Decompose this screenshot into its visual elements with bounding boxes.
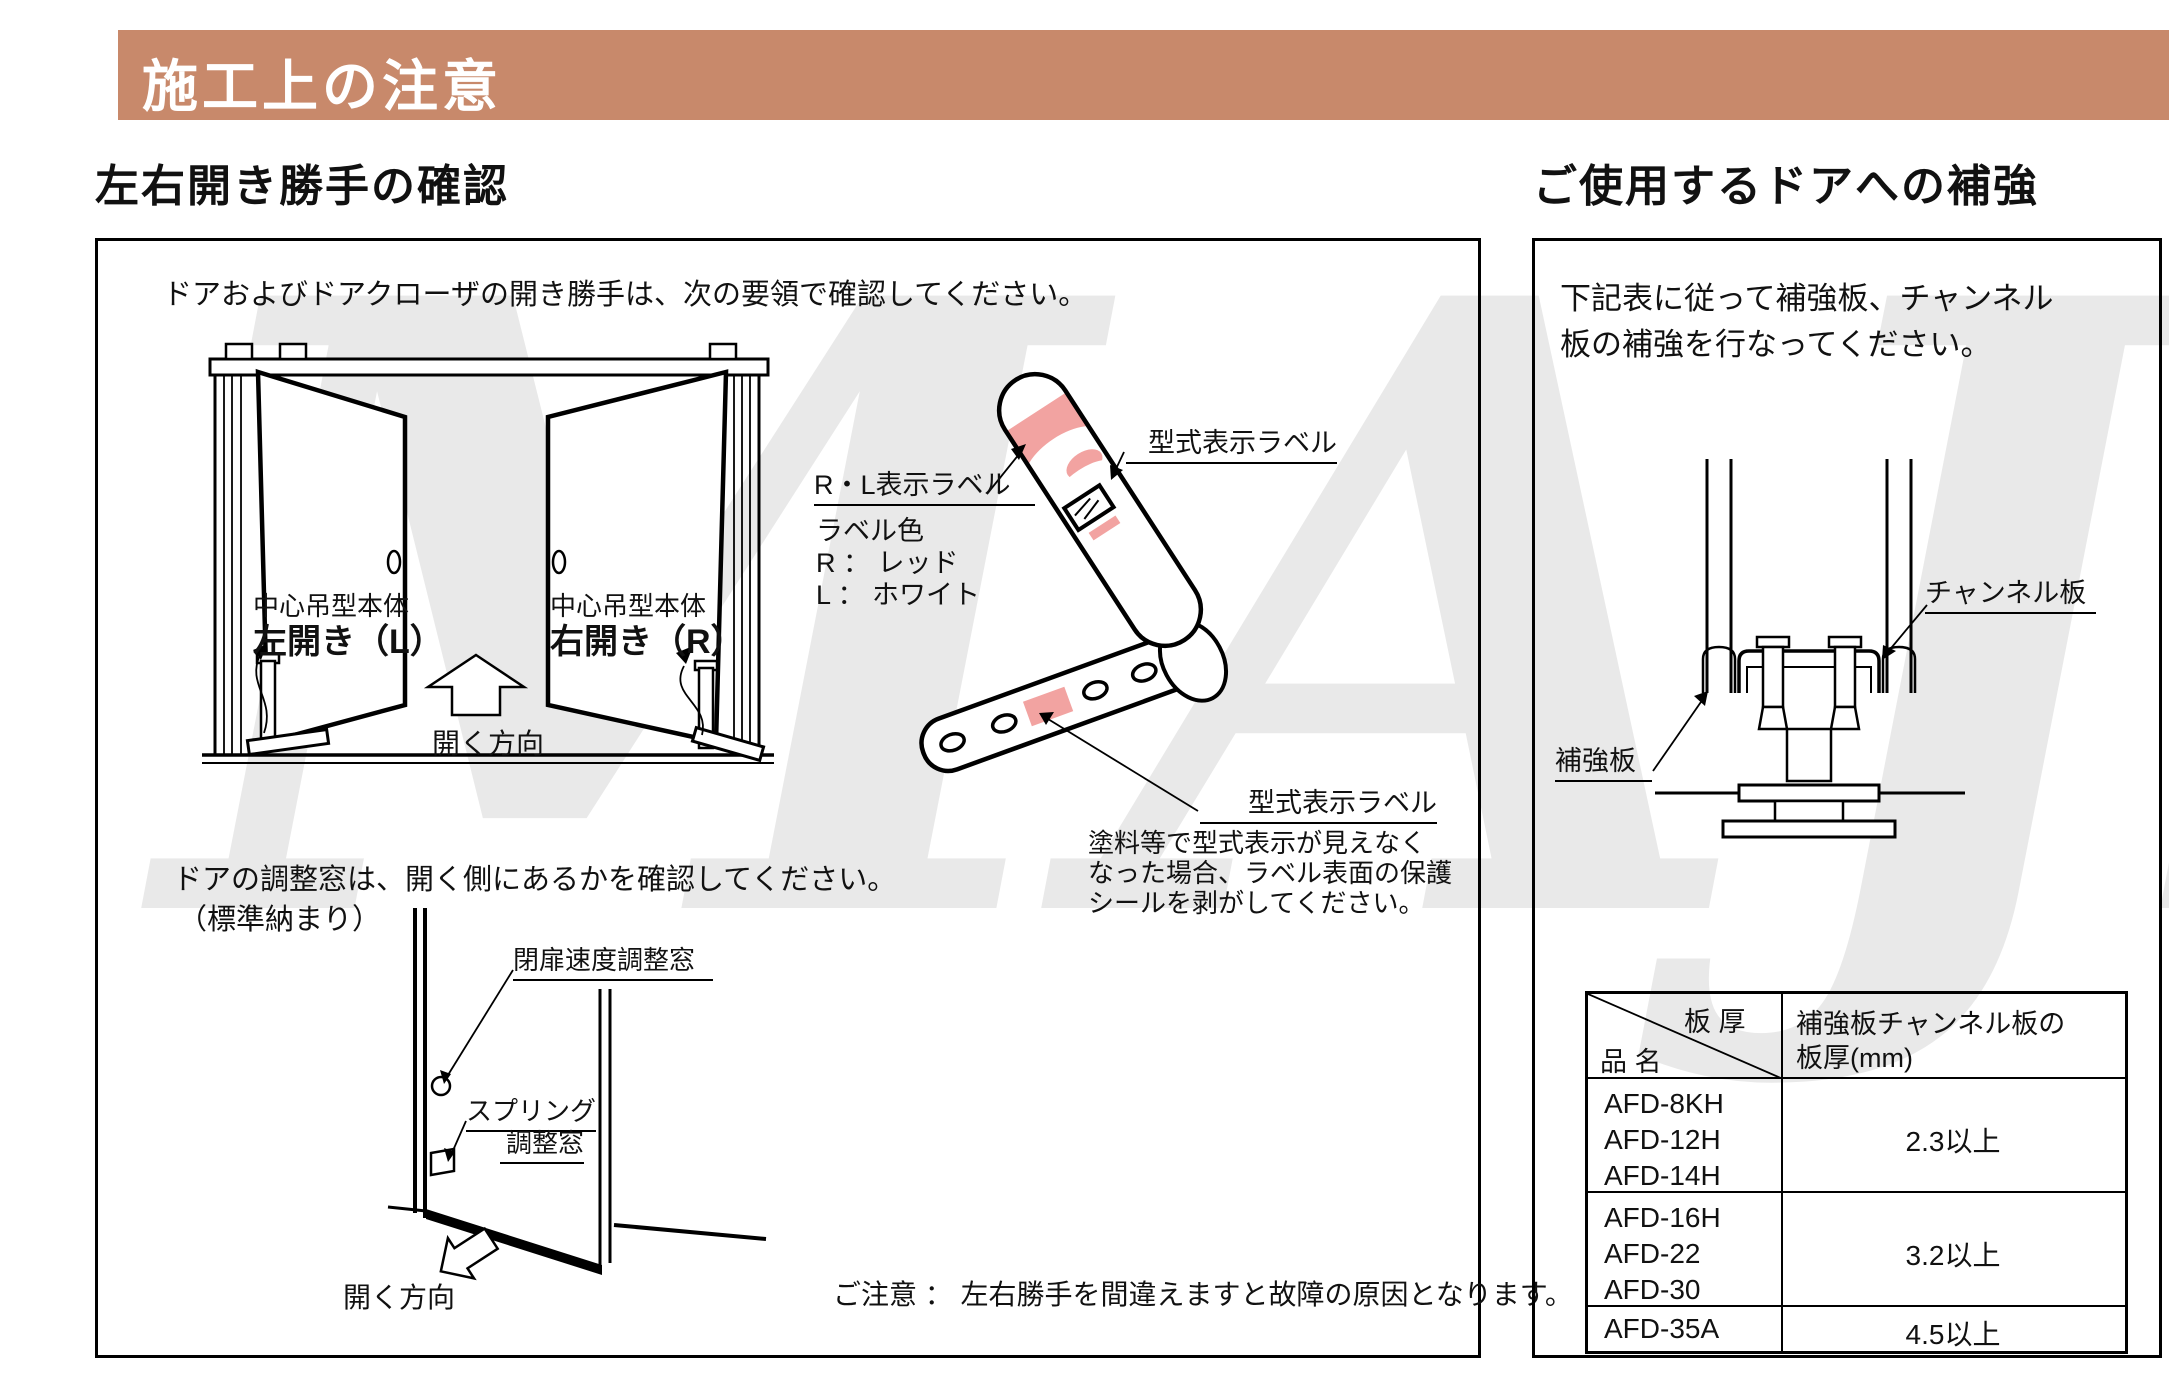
handing-diagrams (202, 342, 1229, 1281)
open-direction-up-arrow-icon (423, 653, 529, 717)
speed-window-label: 閉扉速度調整窓 (513, 940, 714, 981)
right-door-hand-label: 右開き（R） (550, 623, 745, 661)
pivot-hinge-drawing (1652, 459, 1965, 839)
label-color-title: ラベル色 (816, 516, 924, 546)
adjustment-window-drawing (387, 908, 767, 1281)
reinforce-plate-label: 補強板 (1555, 739, 1652, 782)
left-door-hand-label: 左開き（L） (253, 623, 444, 661)
page-title: 施工上の注意 (142, 55, 502, 118)
table-col2-header-line2: 板厚(mm) (1796, 1043, 1913, 1073)
page-header-bar: 施工上の注意 (118, 30, 2169, 120)
rl-display-label: R・L表示ラベル (814, 463, 1035, 506)
diagonal-header-divider (1588, 994, 1783, 1079)
handing-intro-text: ドアおよびドアクローザの開き勝手は、次の要領で確認してください。 (163, 279, 1088, 311)
open-direction-downleft-arrow-icon (439, 1226, 500, 1281)
model-note-line3: シールを剥がしてください。 (1088, 888, 1425, 918)
reinforce-intro-line1: 下記表に従って補強板、チャンネル (1560, 281, 2054, 316)
door-closer-drawing (919, 371, 1229, 812)
table-corner-bottom: 品 名 (1600, 1047, 1662, 1077)
model-note-line2: なった場合、ラベル表面の保護 (1088, 858, 1453, 888)
door-assembly-drawing (202, 342, 774, 764)
channel-plate-label: チャンネル板 (1925, 571, 2097, 614)
label-color-white: L ： ホワイト (816, 580, 981, 610)
table-row-model: AFD-22 (1604, 1238, 1701, 1269)
table-row-model: AFD-30 (1604, 1274, 1701, 1305)
table-row-thickness: 4.5以上 (1905, 1319, 2001, 1350)
caution-note: ご注意 ： 左右勝手を間違えますと故障の原因となります。 (833, 1279, 1573, 1310)
spring-window-label-line1: スプリング (466, 1091, 597, 1132)
handing-check-box: ドアおよびドアクローザの開き勝手は、次の要領で確認してください。 中心吊型本体 … (95, 238, 1573, 1358)
right-door-body-label: 中心吊型本体 (550, 591, 707, 621)
table-row-model: AFD-35A (1604, 1313, 1720, 1344)
model-display-label-bottom: 型式表示ラベル (1200, 781, 1437, 824)
table-row-model: AFD-8KH (1604, 1088, 1724, 1119)
spring-window-label-line2: 調整窓 (500, 1123, 585, 1164)
window-check-sub: （標準納まり） (178, 904, 382, 936)
open-direction-label-top: 開く方向 (432, 728, 545, 759)
table-row-model: AFD-14H (1604, 1160, 1721, 1191)
table-corner-top: 板 厚 (1684, 1007, 1746, 1037)
model-note-line1: 塗料等で型式表示が見えなく (1088, 828, 1427, 858)
reinforce-intro-line2: 板の補強を行なってください。 (1560, 327, 1992, 362)
left-section-heading: 左右開き勝手の確認 (95, 162, 509, 211)
open-direction-label-bottom: 開く方向 (343, 1282, 456, 1313)
thickness-spec-table: 板 厚 品 名 補強板チャンネル板の 板厚(mm) AFD-8KH AFD-12… (1585, 991, 2128, 1354)
table-col2-header-line1: 補強板チャンネル板の (1796, 1009, 2066, 1039)
table-row-thickness: 2.3以上 (1905, 1126, 2001, 1157)
model-plate (1061, 482, 1117, 533)
reinforcement-box: 下記表に従って補強板、チャンネル 板の補強を行なってください。 チャンネル板 補… (1532, 238, 2162, 1358)
label-color-red: R ： レッド (816, 548, 959, 578)
table-row-model: AFD-12H (1604, 1124, 1721, 1155)
model-label-sticker (1022, 686, 1074, 727)
table-row-thickness: 3.2以上 (1905, 1240, 2001, 1271)
right-section-heading: ご使用するドアへの補強 (1533, 162, 2039, 211)
table-row-model: AFD-16H (1604, 1202, 1721, 1233)
model-display-label-top: 型式表示ラベル (1126, 421, 1337, 464)
left-door-body-label: 中心吊型本体 (253, 591, 410, 621)
rl-color-band (1006, 392, 1096, 477)
window-check-text: ドアの調整窓は、開く側にあるかを確認してください。 (173, 864, 897, 896)
